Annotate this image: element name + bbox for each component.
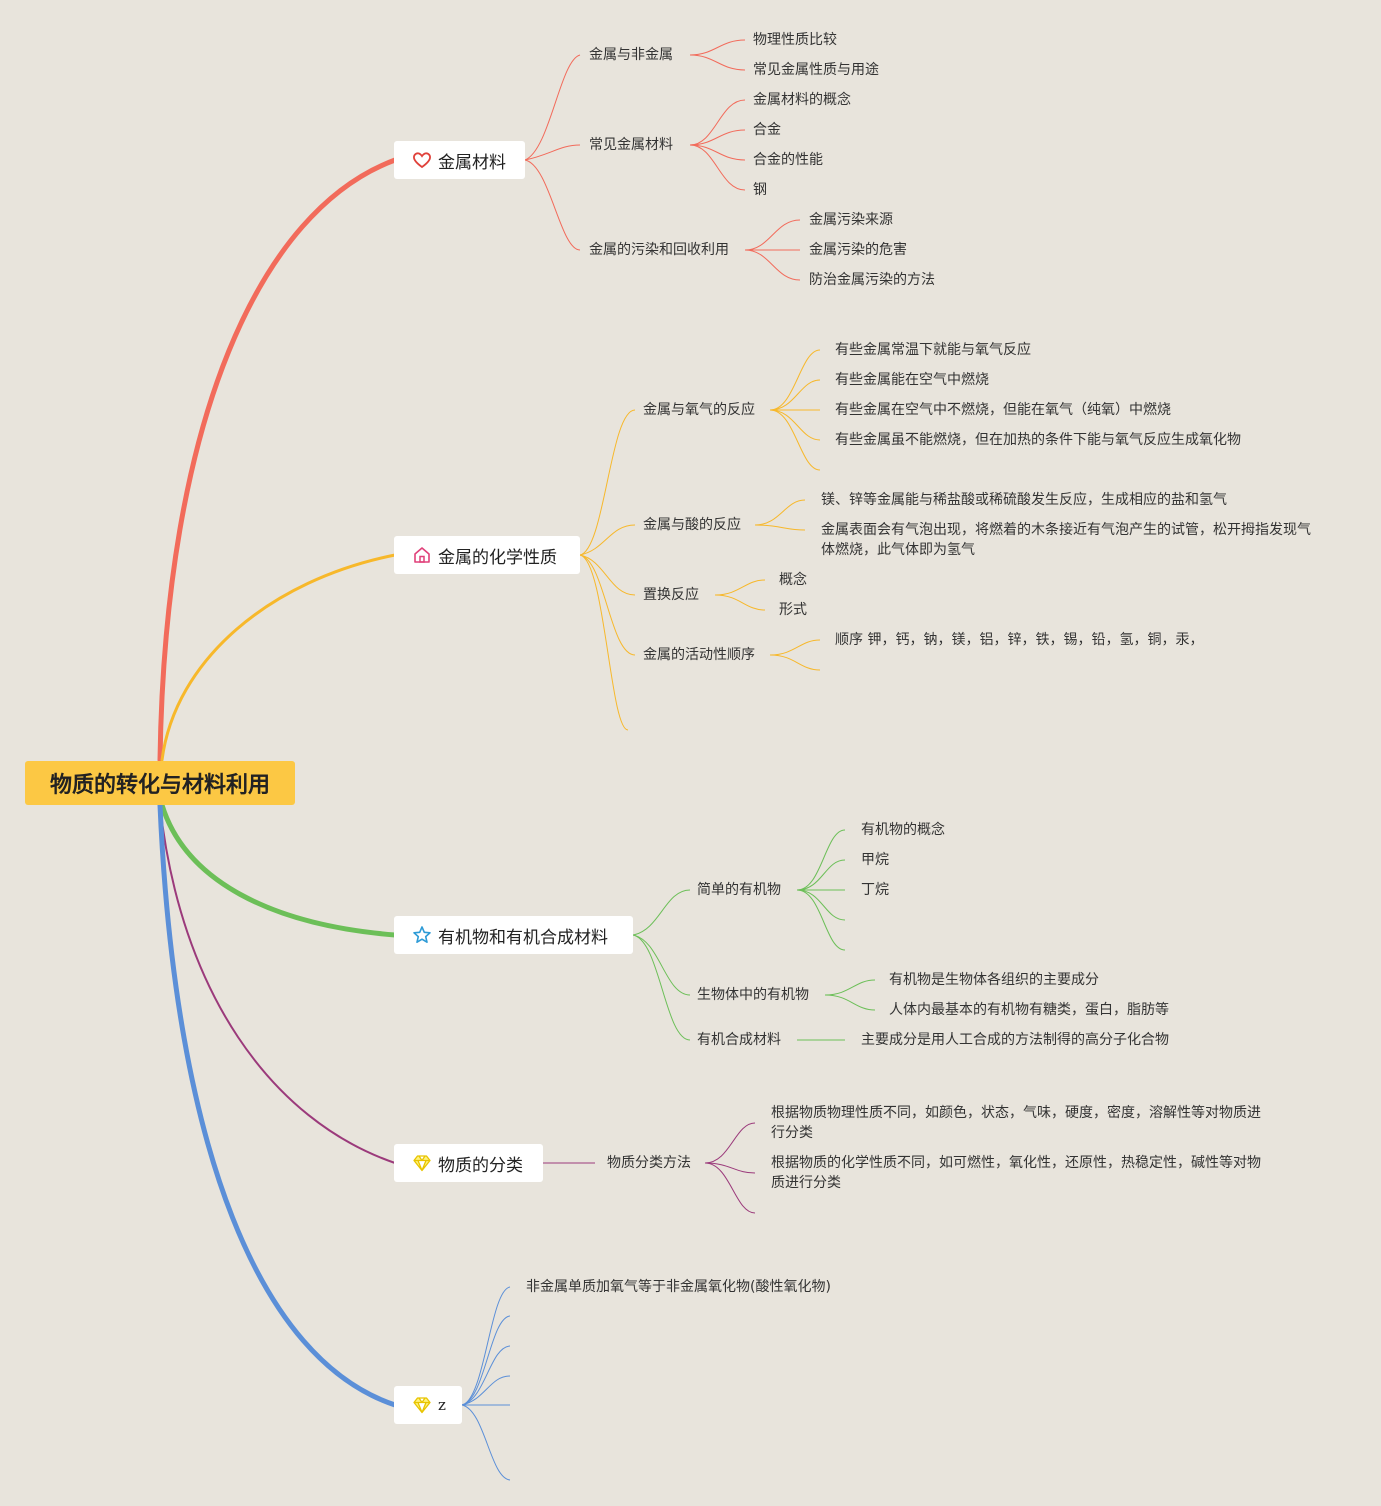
leaf-item[interactable]: 合金 bbox=[753, 122, 781, 138]
topic-in-organisms[interactable]: 生物体中的有机物 bbox=[697, 987, 809, 1003]
topic-acid-reaction[interactable]: 金属与酸的反应 bbox=[643, 517, 741, 533]
branch-title: 有机物和有机合成材料 bbox=[438, 927, 608, 948]
topic-simple-organic[interactable]: 简单的有机物 bbox=[697, 882, 781, 898]
topic-common-metal-materials[interactable]: 常见金属材料 bbox=[589, 137, 673, 153]
topic-oxygen-reaction[interactable]: 金属与氧气的反应 bbox=[643, 402, 755, 418]
leaf-item[interactable]: 合金的性能 bbox=[753, 152, 823, 168]
branch-title: z bbox=[438, 1396, 446, 1414]
branch-classification[interactable]: 物质的分类 bbox=[394, 1144, 543, 1182]
leaf-item[interactable]: 金属材料的概念 bbox=[753, 92, 851, 108]
leaf-item[interactable]: 常见金属性质与用途 bbox=[753, 62, 879, 78]
connector-metal bbox=[157, 157, 398, 763]
leaf-item[interactable]: 镁、锌等金属能与稀盐酸或稀硫酸发生反应，生成相应的盐和氢气 bbox=[821, 492, 1227, 508]
leaf-item[interactable]: 金属表面会有气泡出现，将燃着的木条接近有气泡产生的试管，松开拇指发现气体燃烧，此… bbox=[821, 522, 1311, 558]
topic-metal-vs-nonmetal[interactable]: 金属与非金属 bbox=[589, 47, 673, 63]
leaf-item[interactable]: 根据物质物理性质不同，如颜色，状态，气味，硬度，密度，溶解性等对物质进行分类 bbox=[771, 1105, 1261, 1141]
leaf-item[interactable]: 人体内最基本的有机物有糖类，蛋白，脂肪等 bbox=[889, 1002, 1169, 1018]
root-node[interactable]: 物质的转化与材料利用 bbox=[25, 761, 295, 805]
leaf-item[interactable]: 非金属单质加氧气等于非金属氧化物(酸性氧化物) bbox=[526, 1279, 831, 1295]
leaf-item[interactable]: 钢 bbox=[753, 182, 767, 198]
topic-classification-methods[interactable]: 物质分类方法 bbox=[607, 1155, 691, 1171]
topic-activity-series[interactable]: 金属的活动性顺序 bbox=[643, 647, 755, 663]
gem-icon bbox=[412, 1395, 432, 1415]
star-icon bbox=[412, 925, 432, 945]
leaf-item[interactable]: 金属污染来源 bbox=[809, 212, 893, 228]
topic-displacement[interactable]: 置换反应 bbox=[643, 587, 699, 603]
connector-chem bbox=[160, 553, 397, 762]
branch-chemical-properties[interactable]: 金属的化学性质 bbox=[394, 536, 580, 574]
leaf-item[interactable]: 有些金属常温下就能与氧气反应 bbox=[835, 342, 1031, 358]
leaf-item[interactable]: 物理性质比较 bbox=[753, 32, 837, 48]
branch-metal-materials[interactable]: 金属材料 bbox=[394, 141, 525, 179]
home-icon bbox=[412, 545, 432, 565]
branch-z[interactable]: z bbox=[394, 1386, 462, 1424]
leaf-item[interactable]: 金属污染的危害 bbox=[809, 242, 907, 258]
connector-z bbox=[157, 802, 398, 1408]
leaf-item[interactable]: 有些金属在空气中不燃烧，但能在氧气（纯氧）中燃烧 bbox=[835, 402, 1171, 418]
connector-classify bbox=[159, 804, 396, 1164]
branch-title: 物质的分类 bbox=[438, 1155, 523, 1176]
gem-icon bbox=[412, 1153, 432, 1173]
topic-synthetic[interactable]: 有机合成材料 bbox=[697, 1032, 781, 1048]
connector-organic bbox=[159, 802, 398, 938]
heart-icon bbox=[412, 150, 432, 170]
leaf-item[interactable]: 根据物质的化学性质不同，如可燃性，氧化性，还原性，热稳定性，碱性等对物质进行分类 bbox=[771, 1155, 1261, 1191]
leaf-item[interactable]: 顺序 钾，钙，钠，镁，铝，锌，铁，锡，铅，氢，铜，汞， bbox=[835, 632, 1204, 648]
branch-title: 金属的化学性质 bbox=[438, 547, 557, 568]
topic-pollution-recycling[interactable]: 金属的污染和回收利用 bbox=[589, 242, 729, 258]
leaf-item[interactable]: 有机物是生物体各组织的主要成分 bbox=[889, 972, 1099, 988]
leaf-item[interactable]: 概念 bbox=[779, 572, 807, 588]
leaf-item[interactable]: 形式 bbox=[779, 602, 807, 618]
leaf-item[interactable]: 有些金属虽不能燃烧，但在加热的条件下能与氧气反应生成氧化物 bbox=[835, 432, 1241, 448]
leaf-item[interactable]: 丁烷 bbox=[861, 882, 889, 898]
leaf-item[interactable]: 有些金属能在空气中燃烧 bbox=[835, 372, 989, 388]
branch-organic[interactable]: 有机物和有机合成材料 bbox=[394, 916, 633, 954]
branch-title: 金属材料 bbox=[438, 152, 506, 173]
leaf-item[interactable]: 主要成分是用人工合成的方法制得的高分子化合物 bbox=[861, 1032, 1169, 1048]
leaf-item[interactable]: 防治金属污染的方法 bbox=[809, 272, 935, 288]
leaf-item[interactable]: 有机物的概念 bbox=[861, 822, 945, 838]
leaf-item[interactable]: 甲烷 bbox=[861, 852, 889, 868]
